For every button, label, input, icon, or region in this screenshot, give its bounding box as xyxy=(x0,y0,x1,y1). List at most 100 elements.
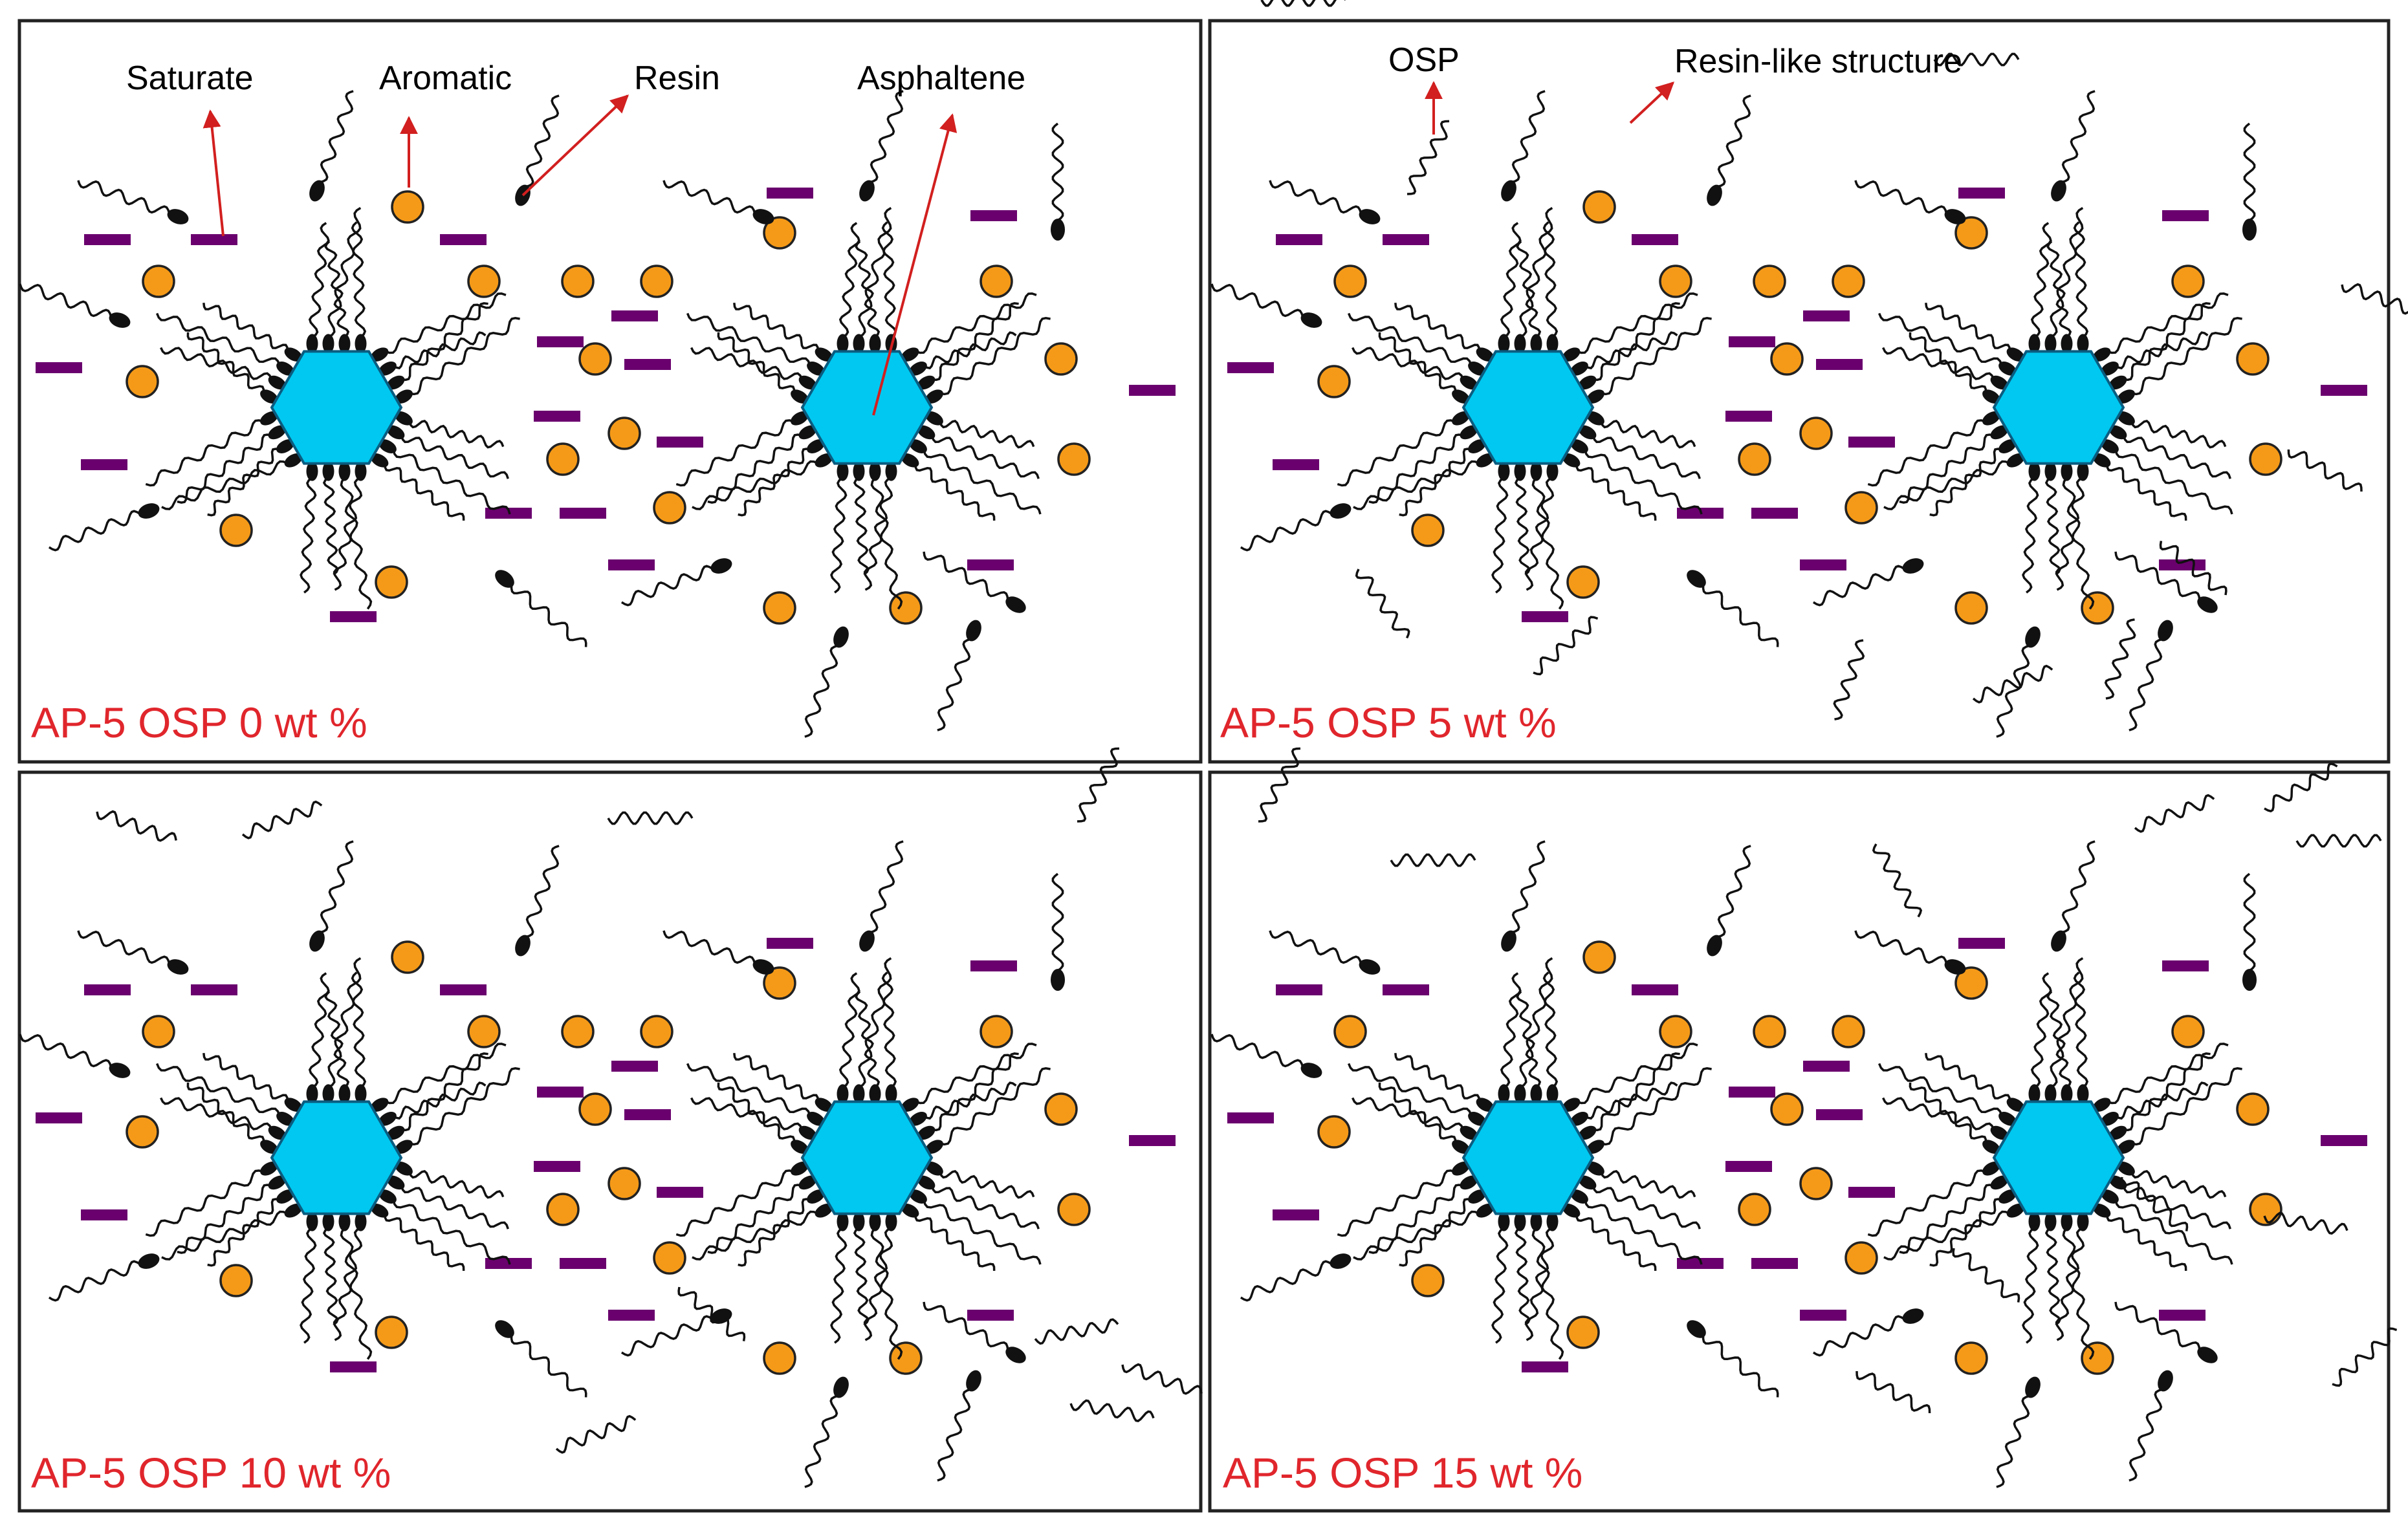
saturate-molecule xyxy=(1803,1061,1850,1072)
resin-chain xyxy=(923,1199,1042,1265)
aromatic-molecule xyxy=(1566,565,1600,599)
resin-chain xyxy=(686,312,811,366)
resin-chain xyxy=(177,433,272,504)
osp-chain xyxy=(1034,1318,1119,1345)
resin-chain xyxy=(2107,292,2229,354)
resin-head xyxy=(2006,1203,2025,1218)
aromatic-molecule xyxy=(142,1015,175,1048)
resin-chain xyxy=(2046,240,2072,338)
resin-molecule xyxy=(77,180,189,224)
asphaltene-micelle xyxy=(1867,207,2242,610)
resin-chain xyxy=(838,222,860,338)
resin-head xyxy=(901,1098,919,1112)
aromatic-molecule xyxy=(980,1015,1013,1048)
resin-chain xyxy=(408,1169,505,1199)
asphaltene-micelle xyxy=(675,207,1051,610)
osp-chain xyxy=(1406,120,1450,195)
saturate-molecule xyxy=(1729,1087,1775,1098)
resin-head xyxy=(1570,1112,1588,1126)
resin-chain xyxy=(858,207,892,338)
resin-head xyxy=(798,425,817,440)
resin-chain xyxy=(1491,477,1509,594)
resin-head xyxy=(378,439,397,453)
saturate-molecule xyxy=(1276,234,1322,245)
resin-head xyxy=(355,1084,367,1104)
resin-head xyxy=(2006,453,2025,468)
resin-chain xyxy=(1337,419,1456,487)
resin-chain xyxy=(1519,957,1553,1088)
osp-chain xyxy=(96,810,177,842)
resin-head xyxy=(1546,334,1559,354)
aromatic-molecule xyxy=(219,514,253,547)
resin-chain xyxy=(2073,971,2089,1088)
aromatic-molecule xyxy=(607,417,641,450)
resin-molecule xyxy=(2242,872,2257,991)
resin-head xyxy=(2077,461,2089,481)
saturate-molecule xyxy=(440,984,487,995)
resin-chain xyxy=(1500,972,1522,1088)
resin-molecule xyxy=(937,620,981,731)
resin-chain xyxy=(327,957,362,1088)
resin-head xyxy=(798,375,817,390)
resin-chain xyxy=(300,477,317,594)
resin-molecule xyxy=(937,1370,981,1482)
resin-head xyxy=(370,453,389,468)
aromatic-molecule xyxy=(889,591,923,625)
resin-molecule xyxy=(77,930,189,975)
resin-chain xyxy=(692,1210,819,1261)
resin-head xyxy=(1498,1211,1510,1231)
saturate-molecule xyxy=(1958,938,2005,949)
resin-head xyxy=(869,334,881,354)
resin-head xyxy=(386,1175,405,1190)
resin-chain xyxy=(322,477,339,576)
resin-chain xyxy=(1353,460,1480,510)
saturate-molecule xyxy=(84,984,131,995)
resin-head xyxy=(853,1211,865,1231)
osp-chain xyxy=(1355,569,1410,639)
resin-chain xyxy=(738,448,811,517)
saturate-molecule xyxy=(1958,188,2005,199)
panel-frame-4 xyxy=(1208,770,2391,1513)
resin-molecule xyxy=(1501,90,1546,202)
resin-molecule xyxy=(1707,94,1751,206)
resin-head xyxy=(276,439,294,453)
resin-head xyxy=(807,1189,825,1204)
resin-head xyxy=(791,1162,809,1176)
resin-head xyxy=(909,439,927,453)
resin-head xyxy=(395,1140,413,1154)
resin-head xyxy=(306,461,318,481)
resin-chain xyxy=(830,477,848,594)
resin-head xyxy=(1982,389,2000,404)
panel-label-2: AP-5 OSP 5 wt % xyxy=(1220,699,1557,746)
resin-chain xyxy=(863,1227,893,1341)
resin-head xyxy=(1476,1098,1494,1112)
resin-molecule xyxy=(1051,122,1065,241)
resin-head xyxy=(1578,1175,1597,1190)
resin-molecule xyxy=(859,840,904,952)
resin-head xyxy=(815,347,833,362)
resin-head xyxy=(869,1211,881,1231)
resin-head xyxy=(322,461,334,481)
resin-chain xyxy=(923,449,1042,515)
asphaltene-micelle xyxy=(675,957,1051,1360)
aromatic-molecule xyxy=(578,342,612,376)
resin-chain xyxy=(2046,990,2072,1088)
resin-head xyxy=(276,1189,294,1204)
resin-head xyxy=(1982,411,2000,426)
asphaltene-micelle xyxy=(1337,957,1712,1360)
resin-like-callout: Resin-like structure xyxy=(1674,43,1962,80)
resin-head xyxy=(2028,334,2041,354)
resin-chain xyxy=(1592,1185,1701,1229)
resin-chain xyxy=(1899,433,1995,504)
resin-chain xyxy=(2131,317,2242,396)
aromatic-molecule xyxy=(1770,342,1804,376)
resin-chain xyxy=(1542,971,1559,1088)
aromatic-molecule xyxy=(391,190,424,224)
resin-head xyxy=(268,1125,287,1140)
aromatic-molecule xyxy=(1844,1241,1878,1275)
panel-osp-0 xyxy=(19,90,1176,738)
aromatic-callout: Aromatic xyxy=(379,60,512,97)
aromatic-molecule xyxy=(219,1264,253,1297)
resin-head xyxy=(815,453,833,468)
saturate-molecule xyxy=(36,1112,82,1123)
